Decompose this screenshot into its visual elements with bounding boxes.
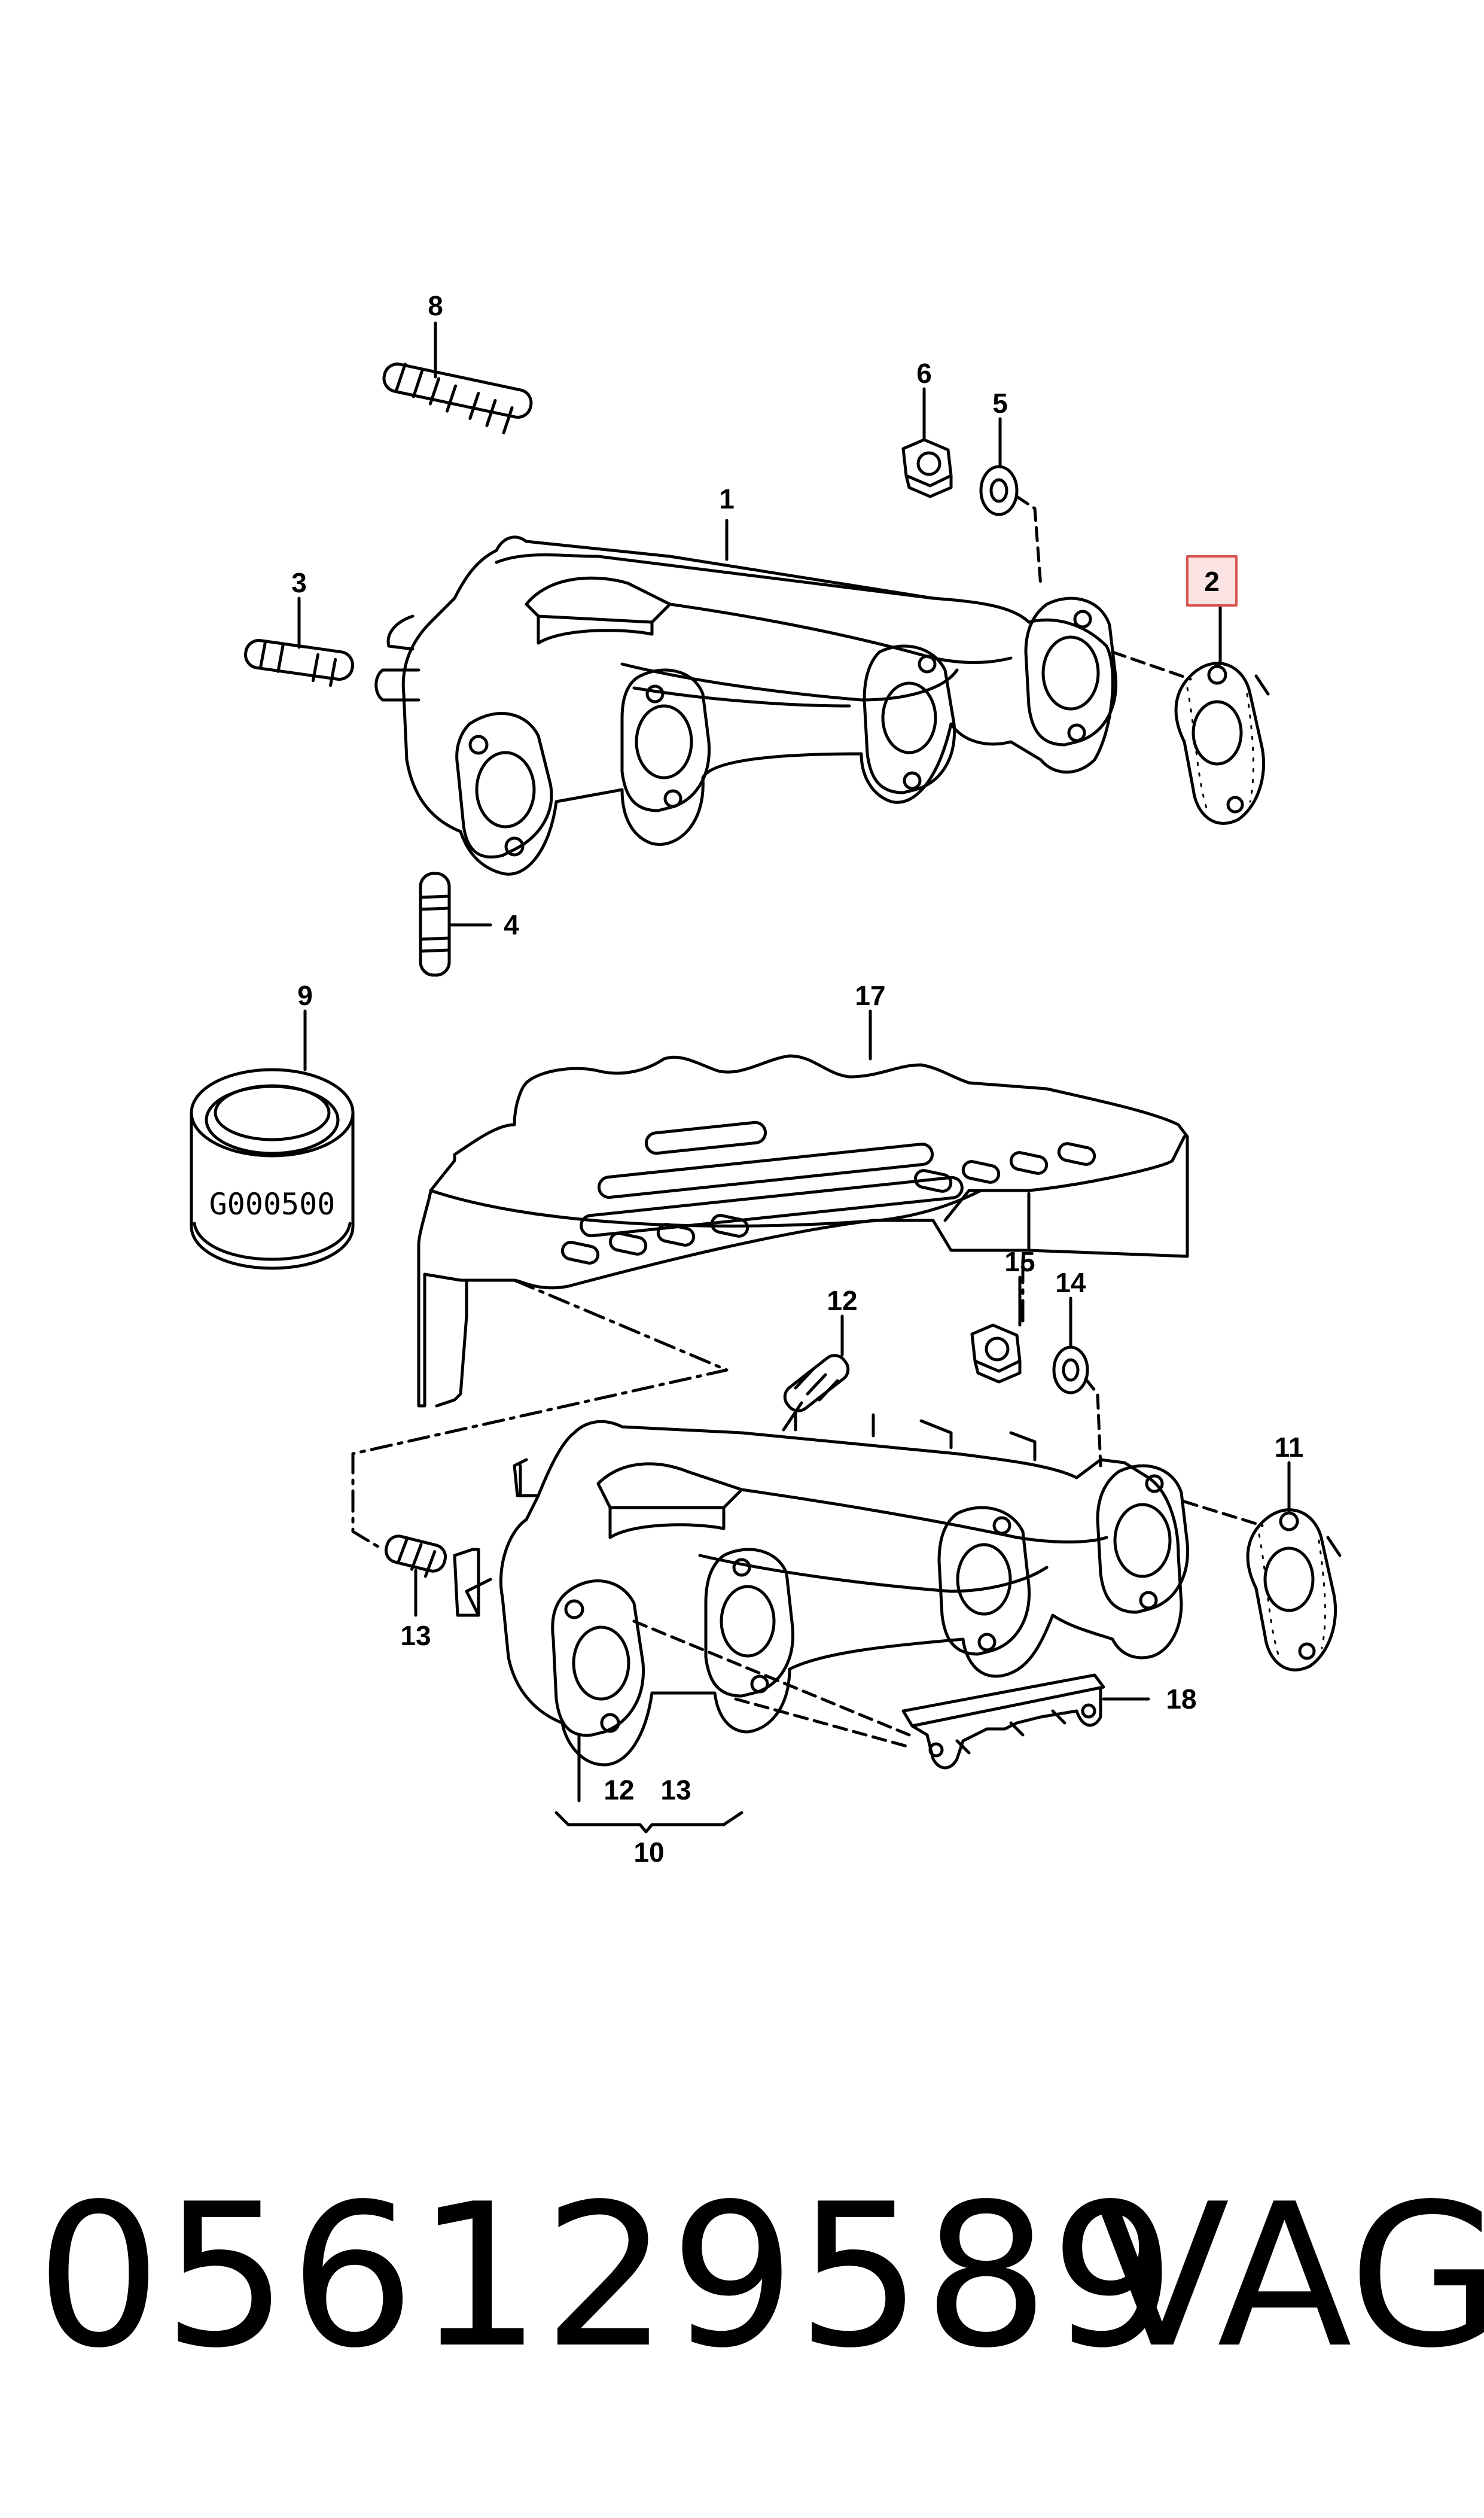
- callout-18: 18: [1166, 1683, 1196, 1715]
- exhaust-manifold-part-1: [374, 535, 1118, 876]
- callout-12-lower: 12: [604, 1774, 634, 1805]
- bracket-part-18: [901, 1673, 1105, 1770]
- leader-18-dashed: [632, 1619, 911, 1749]
- stud-part-12: [783, 1354, 850, 1412]
- exhaust-manifold-lower: [453, 1410, 1190, 1767]
- stud-part-13: [384, 1534, 447, 1578]
- callout-17: 17: [855, 980, 885, 1011]
- callout-1: 1: [719, 483, 735, 514]
- washer-part-5: [979, 465, 1019, 516]
- brand-name: VAG: [1095, 2161, 1484, 2391]
- callout-9: 9: [297, 980, 313, 1011]
- group-brace-10: [554, 1811, 743, 1834]
- callout-2: 2: [1204, 566, 1220, 597]
- leader-14-dashed: [1084, 1377, 1102, 1467]
- callout-13-left: 13: [400, 1620, 431, 1651]
- leader-5-dashed: [1015, 495, 1043, 588]
- washer-part-14: [1052, 1345, 1089, 1395]
- callout-12-upper: 12: [827, 1285, 857, 1316]
- leader-12-upper-tail: [782, 1401, 803, 1432]
- leader-2-tail: [1254, 674, 1270, 696]
- nut-part-6: [901, 438, 953, 498]
- leader-11-dashed: [1183, 1500, 1264, 1527]
- callout-8: 8: [428, 290, 443, 321]
- callout-15: 15: [1004, 1246, 1035, 1277]
- stud-part-4: [419, 872, 451, 977]
- product-code: 056129589: [36, 2161, 1177, 2391]
- gasket-part-11: [1246, 1508, 1337, 1671]
- callout-14: 14: [1055, 1267, 1086, 1298]
- callout-13-lower: 13: [660, 1774, 691, 1805]
- callout-10: 10: [633, 1837, 664, 1868]
- sealant-label: G000500: [209, 1187, 336, 1222]
- callout-5: 5: [992, 388, 1008, 419]
- callout-11: 11: [1275, 1432, 1304, 1463]
- stud-part-3: [244, 639, 354, 687]
- sealant-can-part-9: [190, 1068, 355, 1270]
- leader-2-dashed: [1111, 650, 1192, 681]
- gasket-part-2: [1174, 662, 1266, 825]
- stud-part-8: [382, 363, 533, 435]
- nut-part-15: [970, 1323, 1022, 1384]
- guide-line-left: [351, 1278, 729, 1551]
- callout-4: 4: [504, 909, 519, 940]
- callout-6: 6: [916, 358, 932, 389]
- callout-3: 3: [291, 567, 307, 598]
- highlight-box-part-2: [1186, 555, 1238, 607]
- heat-shield-part-17: [417, 1054, 1189, 1408]
- leader-11-tail: [1326, 1536, 1342, 1557]
